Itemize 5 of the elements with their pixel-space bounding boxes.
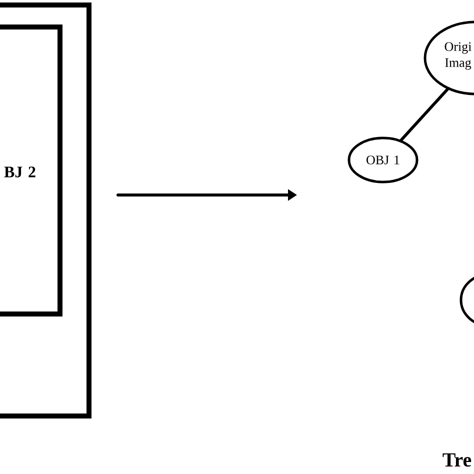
- ellipse-node: OBJ 1: [348, 136, 418, 184]
- frame-box: [0, 2, 92, 418]
- connector-line: [400, 88, 450, 142]
- frame-box: BJ 2: [0, 24, 62, 316]
- caption-text: Tre: [442, 453, 472, 467]
